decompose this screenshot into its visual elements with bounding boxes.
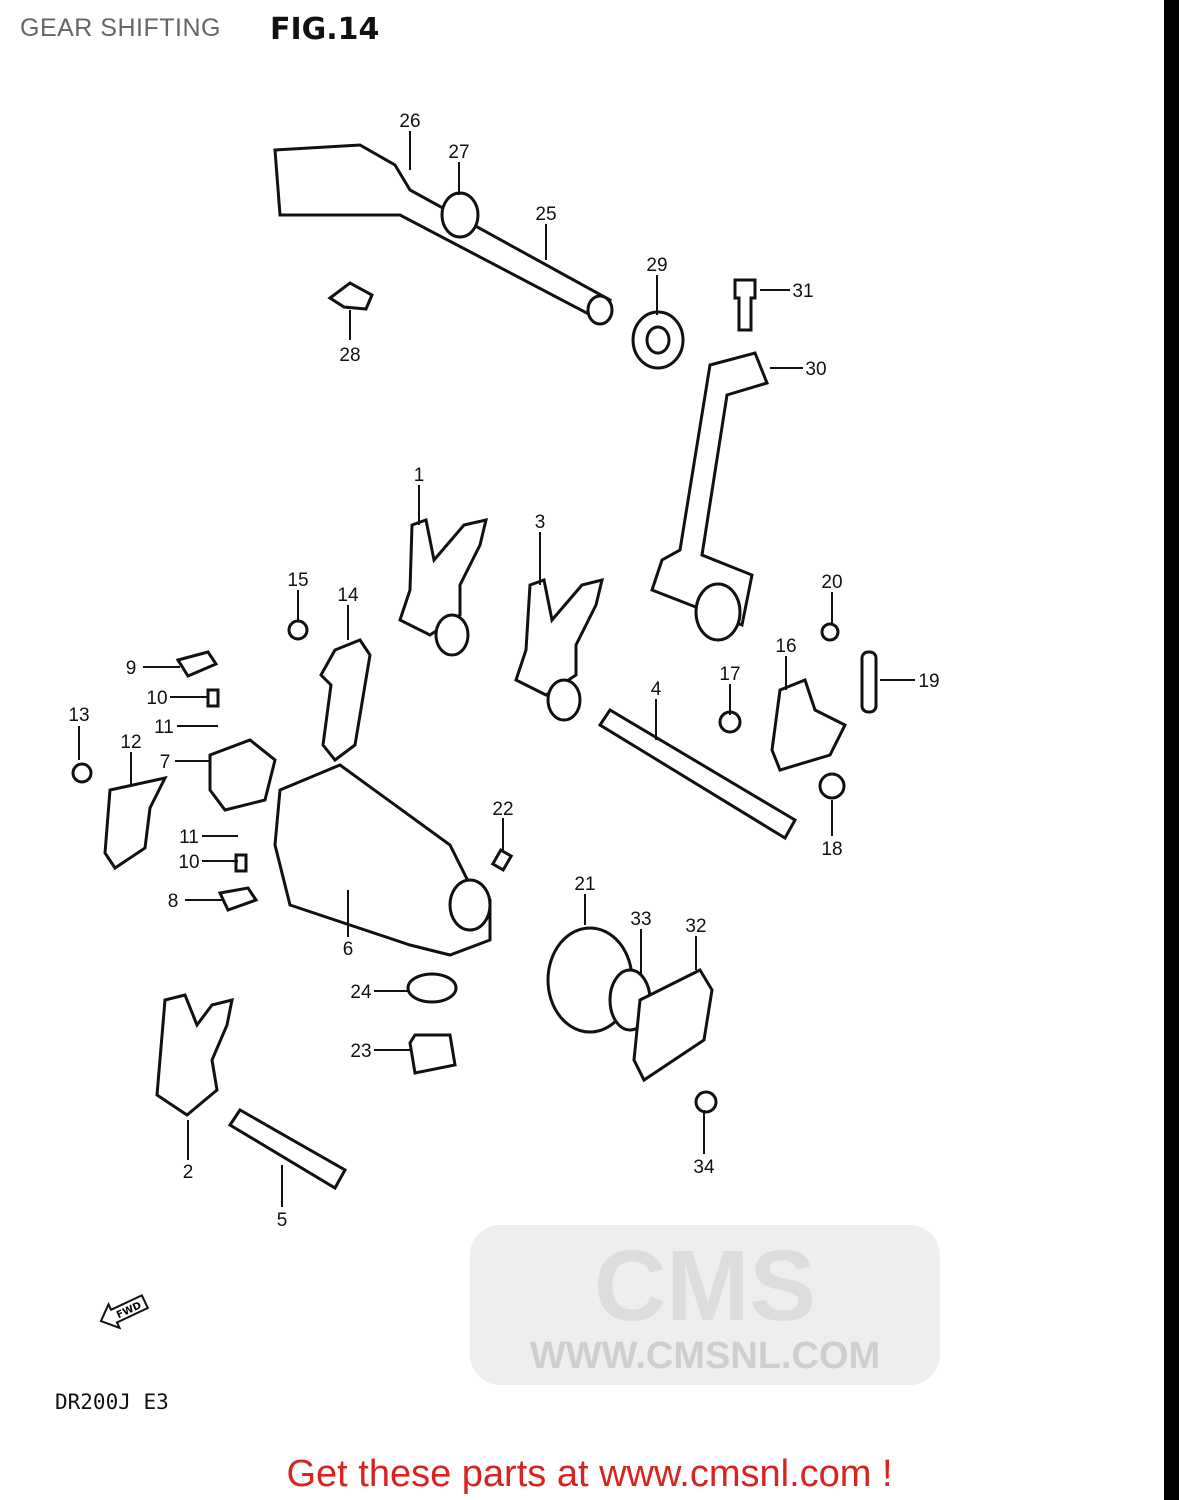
callout-number: 21 <box>574 874 595 895</box>
callout-number: 33 <box>630 909 651 930</box>
callout-number: 10 <box>178 852 199 873</box>
callout-number: 26 <box>399 111 420 132</box>
callout-number: 14 <box>337 585 359 606</box>
callout-number: 18 <box>821 839 842 860</box>
callout-number: 27 <box>448 142 469 163</box>
callout-number: 8 <box>168 891 179 912</box>
cta-link[interactable]: Get these parts at www.cmsnl.com ! <box>286 1453 893 1495</box>
callout-number: 10 <box>146 688 167 709</box>
gearshift-cam-part <box>273 763 492 957</box>
callout-number: 28 <box>339 345 360 366</box>
callout-number: 31 <box>792 281 813 302</box>
callout-number: 15 <box>287 570 308 591</box>
callout-number: 29 <box>646 255 667 276</box>
page-title: GEAR SHIFTING <box>20 14 221 42</box>
figure-label: FIG.14 <box>270 12 380 47</box>
callout-number: 5 <box>277 1210 288 1231</box>
parts: FWD <box>71 143 878 1330</box>
callout-number: 20 <box>821 572 842 593</box>
callout-number: 11 <box>179 827 199 848</box>
gearshift-lever-part <box>650 351 770 628</box>
watermark-url: WWW.CMSNL.COM <box>530 1335 880 1377</box>
model-code: DR200J E3 <box>55 1390 169 1414</box>
callout-number: 2 <box>183 1162 194 1183</box>
fork-shaft-part <box>597 707 798 841</box>
watermark-logo: CMS WWW.CMSNL.COM <box>470 1225 940 1385</box>
shift-fork-part <box>398 518 489 637</box>
callout-number: 7 <box>160 752 171 773</box>
callout-number: 30 <box>805 359 826 380</box>
callout-number: 32 <box>685 916 706 937</box>
callout-number: 1 <box>414 465 425 486</box>
callout-number: 17 <box>719 664 740 685</box>
callout-number: 19 <box>918 671 939 692</box>
shift-fork-part <box>514 577 605 697</box>
callout-number: 6 <box>343 939 354 960</box>
callout-number: 16 <box>775 636 796 657</box>
fork-shaft-part <box>227 1108 348 1191</box>
callout-number: 34 <box>693 1157 715 1178</box>
fwd-arrow-icon: FWD <box>99 1294 150 1330</box>
callout-number: 13 <box>68 705 89 726</box>
callout-number: 24 <box>350 982 372 1003</box>
callout-number: 23 <box>350 1041 371 1062</box>
callout-number: 25 <box>535 204 556 225</box>
callout-number: 22 <box>492 799 513 820</box>
edge-bar <box>1164 0 1179 1500</box>
callout-number: 3 <box>535 512 546 533</box>
shift-fork-part <box>155 993 234 1117</box>
callout-number: 9 <box>126 658 137 679</box>
callout-number: 11 <box>154 717 174 738</box>
watermark-brand: CMS <box>594 1230 816 1342</box>
callout-number: 4 <box>651 679 662 700</box>
gearshift-shaft-part <box>273 143 612 323</box>
cover-part <box>632 968 714 1083</box>
callout-number: 12 <box>120 732 141 753</box>
